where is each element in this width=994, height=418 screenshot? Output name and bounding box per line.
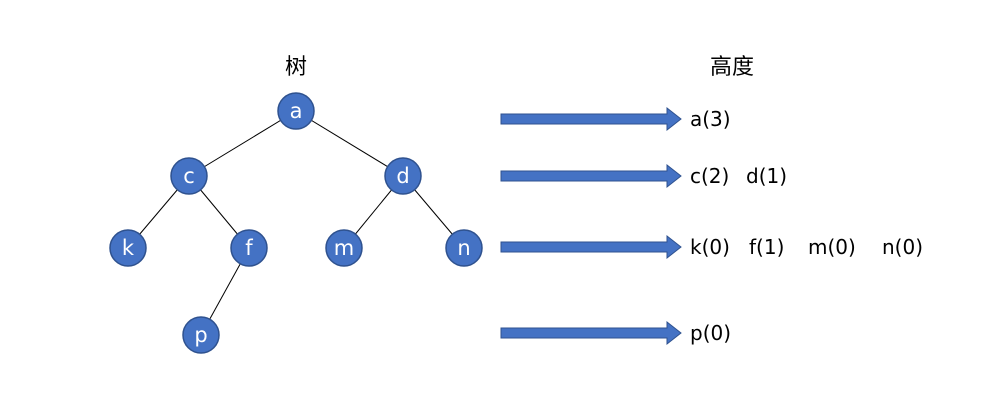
node-label: p: [194, 323, 207, 347]
node-circle: [325, 229, 363, 267]
node-label: d: [396, 164, 409, 188]
height-label: p(0): [690, 321, 731, 345]
node-f: f: [230, 229, 268, 267]
node-k: k: [109, 229, 147, 267]
level-arrow-3: [500, 320, 682, 346]
level-arrow-1: [500, 163, 682, 189]
edge-a-c: [188, 110, 297, 177]
height-label: a(3): [690, 107, 731, 131]
node-label: m: [334, 236, 354, 260]
levels-layer: a(3) c(2) d(1) k(0) f(1) m(0) n(0) p(0): [500, 106, 923, 346]
level-arrow-2: [500, 234, 682, 260]
node-c: c: [170, 157, 208, 195]
node-n: n: [445, 229, 483, 267]
node-d: d: [384, 157, 422, 195]
node-label: n: [457, 236, 470, 260]
height-label: f(1): [749, 235, 784, 259]
level-arrow-0: [500, 106, 682, 132]
height-label: d(1): [746, 164, 787, 188]
node-circle: [230, 229, 268, 267]
height-title: 高度: [710, 55, 754, 80]
node-circle: [170, 157, 208, 195]
node-circle: [277, 92, 315, 130]
node-m: m: [325, 229, 363, 267]
node-circle: [384, 157, 422, 195]
node-circle: [182, 316, 220, 354]
node-circle: [109, 229, 147, 267]
node-label: a: [290, 99, 303, 123]
height-label: c(2): [690, 164, 729, 188]
node-p: p: [182, 316, 220, 354]
nodes-layer: a c d k f m n p: [109, 92, 483, 354]
node-circle: [445, 229, 483, 267]
node-label: c: [183, 164, 195, 188]
height-label: m(0): [808, 235, 856, 259]
edges-layer: [127, 110, 465, 336]
edge-a-d: [295, 110, 404, 177]
height-label: n(0): [882, 235, 923, 259]
height-label: k(0): [690, 235, 730, 259]
node-a: a: [277, 92, 315, 130]
tree-title: 树: [285, 55, 307, 80]
node-label: f: [245, 236, 253, 260]
node-label: k: [122, 236, 135, 260]
